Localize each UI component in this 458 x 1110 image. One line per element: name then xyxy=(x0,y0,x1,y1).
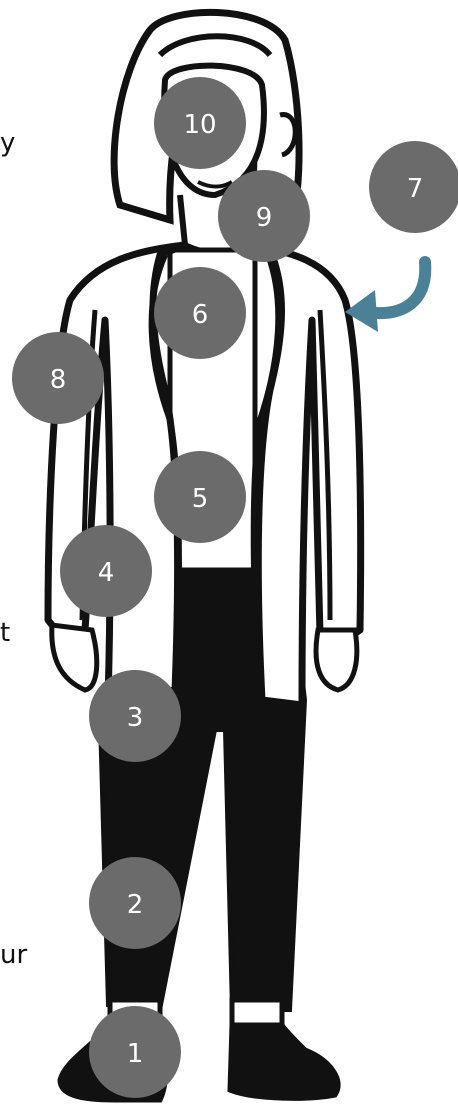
marker-label-3: 3 xyxy=(127,703,144,733)
left-hand xyxy=(52,625,97,690)
marker-1: 1 xyxy=(89,1006,181,1098)
marker-6: 6 xyxy=(154,267,246,359)
marker-label-4: 4 xyxy=(98,558,115,588)
marker-label-1: 1 xyxy=(127,1039,144,1069)
right-shoe xyxy=(230,1025,338,1098)
marker-label-2: 2 xyxy=(127,890,144,920)
right-hand xyxy=(316,630,357,690)
marker-4: 4 xyxy=(60,525,152,617)
marker-7: 7 xyxy=(369,141,458,233)
marker-label-5: 5 xyxy=(192,484,209,514)
marker-10: 10 xyxy=(154,77,246,169)
ear xyxy=(280,115,295,155)
marker-2: 2 xyxy=(89,857,181,949)
marker-8: 8 xyxy=(12,332,104,424)
marker-3: 3 xyxy=(89,670,181,762)
marker-9: 9 xyxy=(218,170,310,262)
marker-label-7: 7 xyxy=(407,174,424,204)
marker-label-10: 10 xyxy=(183,110,216,140)
marker-label-6: 6 xyxy=(192,300,209,330)
marker-label-9: 9 xyxy=(256,203,273,233)
marker-5: 5 xyxy=(154,451,246,543)
marker-label-8: 8 xyxy=(50,365,67,395)
